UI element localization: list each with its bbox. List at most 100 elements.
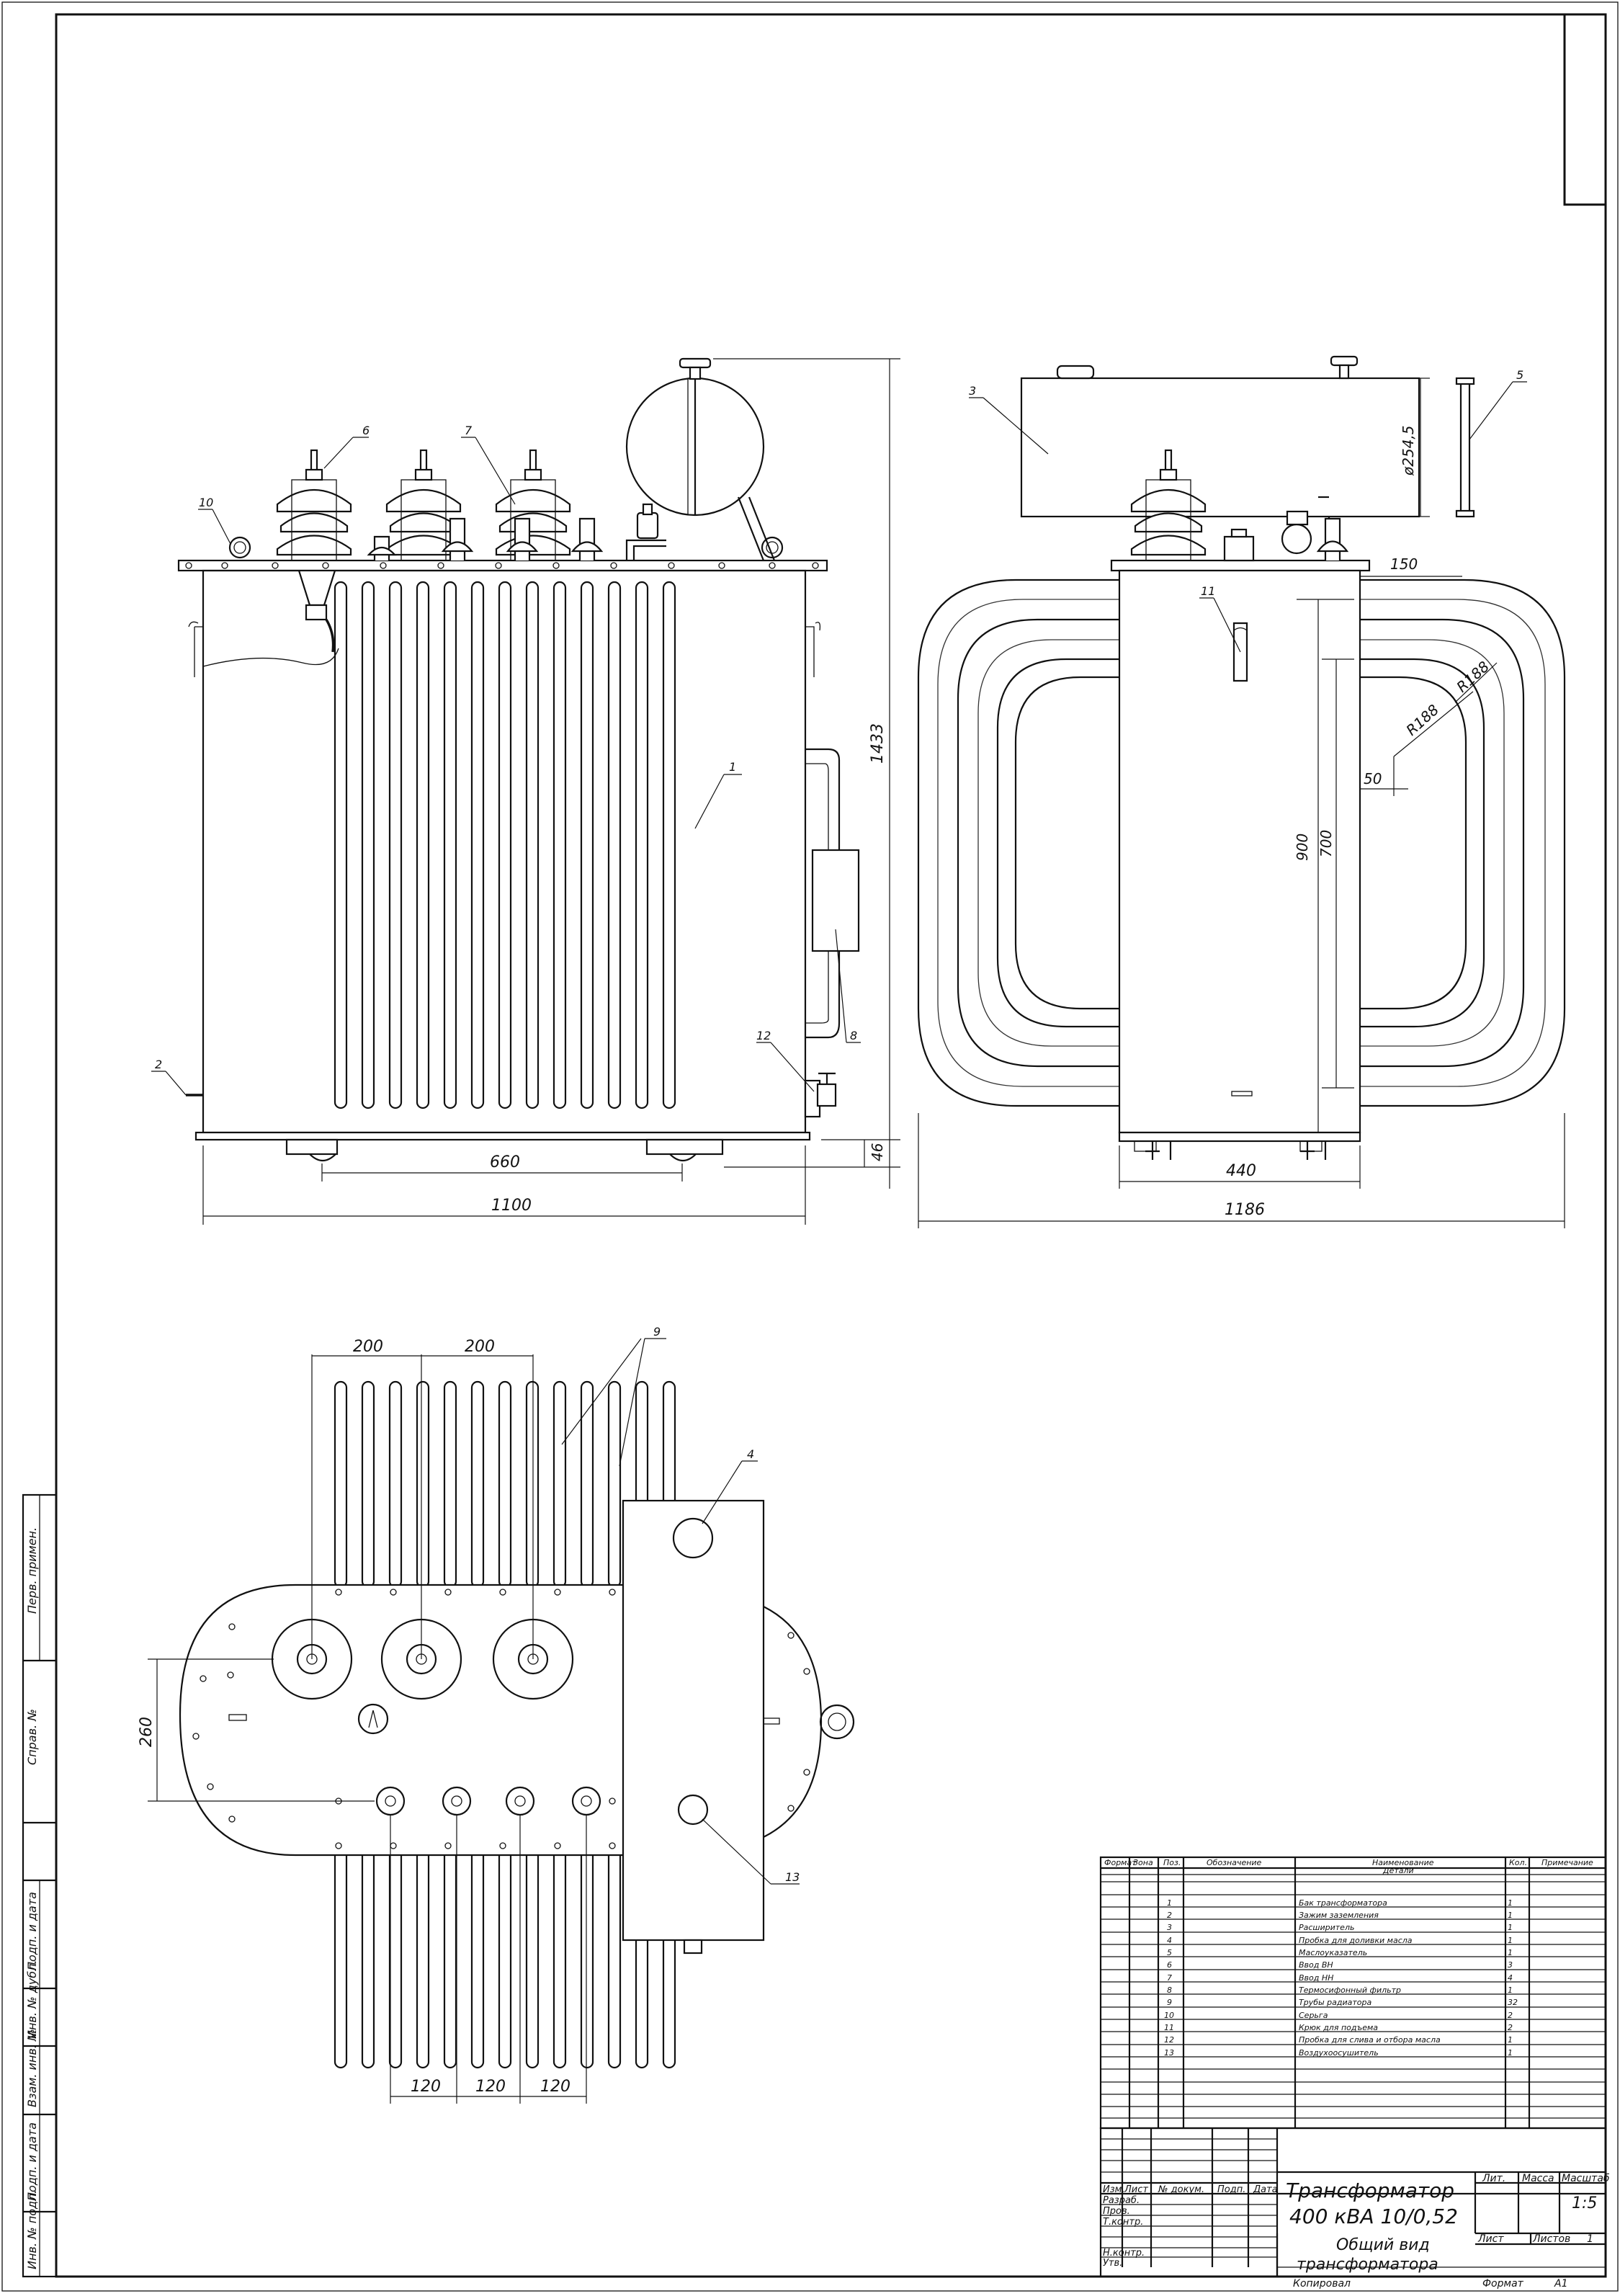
plan-conservator	[622, 1499, 765, 1942]
callout-9: 9	[653, 1325, 661, 1339]
hv-bushing	[495, 449, 571, 561]
tb-role: Утв.	[1103, 2258, 1122, 2269]
spec-name: Бак трансформатора	[1299, 1898, 1387, 1908]
side-callouts: 3 5 11	[969, 368, 1527, 653]
dim-150: 150	[1390, 555, 1418, 573]
lifting-eye	[761, 536, 784, 559]
drawing-subtitle: трансформатора	[1297, 2256, 1438, 2274]
spec-header: Обозначение	[1207, 1858, 1262, 1867]
spec-pos: 4	[1167, 1936, 1172, 1945]
thermosiphon-filter	[805, 748, 860, 1039]
plan-cover	[179, 1583, 623, 1857]
spec-qty: 1	[1508, 1911, 1513, 1920]
drawing-subtitle: Общий вид	[1336, 2236, 1430, 2254]
dim-700: 700	[1317, 830, 1335, 857]
spec-qty: 1	[1508, 2048, 1513, 2058]
tb-scale-value: 1:5	[1572, 2194, 1597, 2212]
spec-name: Расширитель	[1299, 1923, 1354, 1932]
dim-r188-outer: R188	[1453, 658, 1493, 696]
spec-header: Примечание	[1541, 1858, 1593, 1867]
tb-col: Подп.	[1217, 2184, 1245, 2195]
specification-table: Формат Зона Поз. Обозначение Наименовани…	[1099, 1856, 1607, 2130]
spec-pos: 6	[1167, 1960, 1172, 1970]
plan-dimensions: 200 200 260 120 120 120	[138, 1338, 587, 2104]
callout-1: 1	[729, 760, 736, 774]
spec-name: Пробка для слива и отбора масла	[1299, 2035, 1441, 2045]
tb-role: Разраб.	[1103, 2195, 1140, 2206]
callout-12: 12	[756, 1029, 771, 1042]
front-dimensions: 660 1100 1433 46	[202, 358, 900, 1225]
spec-name: Трубы радиатора	[1299, 1998, 1372, 2007]
dim-120-b: 120	[475, 2078, 506, 2096]
hv-bushing	[276, 449, 352, 561]
tb-role: Н.контр.	[1103, 2248, 1145, 2259]
tank-cover	[177, 559, 828, 572]
spec-qty: 1	[1508, 1948, 1513, 1957]
callout-7: 7	[465, 424, 473, 437]
margin-label: Перв. примен.	[25, 1527, 39, 1614]
dim-46: 46	[869, 1143, 886, 1161]
tb-mass: Масса	[1522, 2173, 1554, 2184]
spec-name: Пробка для доливки масла	[1299, 1936, 1413, 1945]
spec-pos: 8	[1167, 1985, 1172, 1995]
spec-qty: 1	[1508, 2035, 1513, 2045]
callout-13: 13	[785, 1870, 800, 1884]
callout-10: 10	[199, 496, 213, 509]
spec-qty: 2	[1508, 2023, 1513, 2032]
dim-200-left: 200	[353, 1338, 383, 1356]
plan-view	[179, 1380, 855, 2069]
callout-5: 5	[1516, 368, 1523, 382]
spec-name: Серьга	[1299, 2011, 1328, 2020]
tb-col: Изм.	[1103, 2184, 1125, 2195]
dim-120-c: 120	[540, 2078, 570, 2096]
spec-name: Маслоуказатель	[1299, 1948, 1367, 1957]
front-callouts: 6 7 10 1 2 8 12	[151, 424, 861, 1096]
tb-sheet: Лист	[1477, 2233, 1504, 2245]
spec-header: Формат	[1104, 1858, 1137, 1867]
spec-pos: 9	[1167, 1998, 1172, 2007]
margin-label: Подп. и дата	[25, 1892, 39, 1970]
spec-rows: 1 Бак трансформатора 1 2 Зажим заземлени…	[1164, 1898, 1518, 2058]
drawing-title: 400 кВА 10/0,52	[1289, 2205, 1458, 2228]
title-block: Изм. Лист № докум. Подп. Дата Разраб. Пр…	[1099, 2127, 1610, 2290]
drain-valve	[804, 1072, 837, 1118]
spec-pos: 7	[1167, 1973, 1172, 1983]
dim-660: 660	[490, 1153, 520, 1171]
spec-pos: 11	[1164, 2023, 1174, 2032]
callout-2: 2	[155, 1058, 162, 1071]
spec-name: Термосифонный фильтр	[1299, 1985, 1401, 1995]
left-margin-strip: Перв. примен. Справ. № Подп. и дата Инв.…	[22, 1493, 58, 2278]
margin-label: Подп. и дата	[25, 2122, 39, 2201]
callout-8: 8	[850, 1029, 857, 1042]
tb-format-value: A1	[1554, 2278, 1567, 2290]
spec-header: Кол.	[1509, 1858, 1527, 1867]
dim-diameter: ø254,5	[1400, 426, 1417, 477]
spec-qty: 2	[1508, 2011, 1513, 2020]
spec-name: Зажим заземления	[1299, 1911, 1379, 1920]
dim-900: 900	[1294, 834, 1311, 861]
tb-copied: Копировал	[1293, 2278, 1351, 2290]
air-dryer-side	[1281, 523, 1312, 555]
tb-col: Лист	[1124, 2184, 1148, 2195]
callout-11: 11	[1201, 584, 1215, 598]
hv-bushing	[385, 449, 462, 561]
margin-label: Взам. инв. №	[25, 2029, 39, 2107]
tb-role: Пров.	[1103, 2206, 1130, 2217]
conservator-side	[1020, 377, 1420, 518]
dim-1433: 1433	[869, 723, 887, 764]
dim-1100: 1100	[491, 1197, 532, 1215]
tb-col: № докум.	[1158, 2184, 1204, 2195]
tank-base	[194, 1131, 811, 1141]
tb-lit: Лит.	[1482, 2173, 1505, 2184]
radiator-tubes	[334, 581, 676, 1109]
tb-col: Дата	[1253, 2184, 1278, 2195]
margin-label: Справ. №	[25, 1709, 39, 1765]
cover-bolts	[185, 562, 819, 569]
side-view	[917, 355, 1566, 1160]
tb-sheets: Листов	[1532, 2233, 1570, 2245]
spec-name: Ввод НН	[1299, 1973, 1333, 1983]
callout-3: 3	[969, 384, 976, 398]
tank	[202, 569, 807, 1134]
